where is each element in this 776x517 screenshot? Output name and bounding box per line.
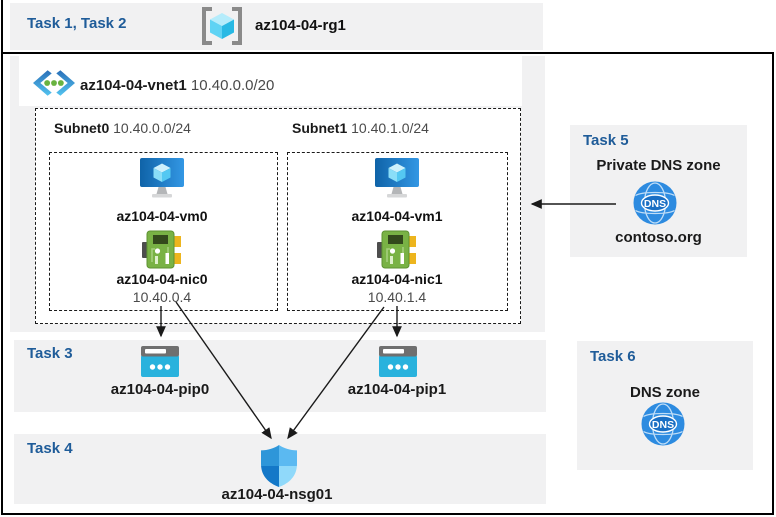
nic0-ip: 10.40.0.4 bbox=[132, 289, 192, 305]
subnet0-name: Subnet0 bbox=[54, 120, 110, 136]
task3-label: Task 3 bbox=[27, 345, 73, 362]
pip1-icon bbox=[379, 346, 417, 382]
vnet-name: az104-04-vnet1 bbox=[80, 77, 187, 94]
private-dns-zone-name: contoso.org bbox=[615, 229, 702, 246]
nsg-name: az104-04-nsg01 bbox=[221, 486, 333, 503]
subnet0-cidr: 10.40.0.0/24 bbox=[113, 120, 191, 136]
task12-label: Task 1, Task 2 bbox=[27, 15, 127, 32]
pip0-name: az104-04-pip0 bbox=[110, 381, 210, 398]
svg-text:DNS: DNS bbox=[644, 198, 666, 210]
subnet1-name: Subnet1 bbox=[292, 120, 348, 136]
svg-text:DNS: DNS bbox=[652, 419, 674, 431]
vnet-label: az104-04-vnet1 10.40.0.0/20 bbox=[80, 77, 274, 94]
vnet-box-frame bbox=[1, 52, 774, 515]
nic0-icon bbox=[142, 229, 182, 276]
subnets-boundary bbox=[35, 108, 521, 324]
task3-band bbox=[14, 340, 546, 412]
task4-label: Task 4 bbox=[27, 440, 73, 457]
subnet0-box bbox=[49, 152, 278, 311]
vm1-name: az104-04-vm1 bbox=[351, 208, 443, 224]
pip1-name: az104-04-pip1 bbox=[347, 381, 447, 398]
nsg-shield-icon bbox=[261, 445, 297, 492]
nic1-ip: 10.40.1.4 bbox=[367, 289, 427, 305]
virtual-network-icon bbox=[33, 69, 75, 102]
dns-zone-title: DNS zone bbox=[629, 384, 700, 401]
task5-label: Task 5 bbox=[583, 132, 629, 149]
subnet1-cidr: 10.40.1.0/24 bbox=[351, 120, 429, 136]
nic0-name: az104-04-nic0 bbox=[116, 271, 208, 287]
private-dns-zone-icon: DNS bbox=[633, 181, 677, 230]
private-dns-zone-title: Private DNS zone bbox=[596, 157, 721, 174]
resource-group-icon bbox=[199, 6, 245, 51]
nic1-icon bbox=[377, 229, 417, 276]
pip0-icon bbox=[141, 346, 179, 382]
nic1-name: az104-04-nic1 bbox=[351, 271, 443, 287]
vm0-icon bbox=[140, 158, 184, 205]
subnet0-label: Subnet0 10.40.0.0/24 bbox=[54, 120, 191, 136]
dns-zone-icon: DNS bbox=[641, 402, 685, 451]
vm1-icon bbox=[375, 158, 419, 205]
vnet-label-row bbox=[19, 56, 522, 106]
resource-group-name: az104-04-rg1 bbox=[255, 17, 346, 34]
resource-group-band bbox=[10, 3, 543, 50]
task6-label: Task 6 bbox=[590, 348, 636, 365]
frame-left-border bbox=[1, 0, 3, 52]
vm0-name: az104-04-vm0 bbox=[116, 208, 208, 224]
subnet1-label: Subnet1 10.40.1.0/24 bbox=[292, 120, 429, 136]
vnet-cidr: 10.40.0.0/20 bbox=[190, 77, 275, 94]
